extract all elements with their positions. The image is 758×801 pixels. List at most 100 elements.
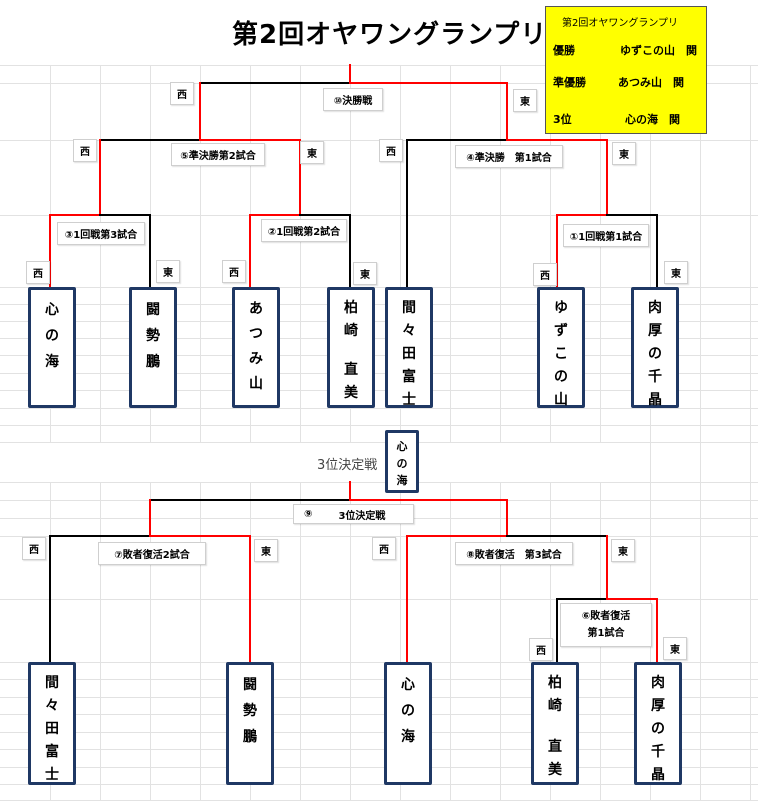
name-char: 間 (402, 300, 416, 316)
name-char: 美 (548, 762, 562, 778)
name-char: 山 (554, 392, 568, 408)
name-char: 々 (45, 698, 59, 714)
side-west-r1m3: 西 (26, 261, 50, 284)
rank-label-champion: 優勝 (553, 44, 575, 57)
name-char: こ (554, 346, 568, 362)
name-char: 崎 (344, 323, 358, 339)
name-char: 鵬 (146, 354, 160, 370)
player-box: 柏崎直美 (327, 287, 375, 408)
name-char: 海 (401, 729, 415, 745)
player-box: 肉厚の千晶 (634, 662, 682, 785)
name-char: 士 (402, 392, 416, 408)
name-char: 富 (45, 744, 59, 760)
name-char: 士 (45, 767, 59, 783)
player-box: 間々田富士 (28, 662, 76, 785)
rank-name-third: 心の海 関 (625, 113, 680, 126)
match-label-semi2: ⑤準決勝第2試合 (171, 143, 265, 166)
name-char: 心 (45, 302, 59, 318)
side-west-rep2: 西 (22, 537, 46, 560)
name-char: 厚 (651, 698, 665, 714)
player-box: 闘勢鵬 (129, 287, 177, 408)
name-char: み (249, 351, 263, 367)
name-char: つ (249, 326, 263, 342)
name-char: 美 (344, 385, 358, 401)
name-char: 晶 (651, 767, 665, 783)
match-label-r1m1: ①1回戦第1試合 (563, 224, 649, 247)
match-label-rep2: ⑦敗者復活2試合 (98, 542, 206, 565)
player-box: あつみ山 (232, 287, 280, 408)
player-box: 闘勢鵬 (226, 662, 274, 785)
player-box: 柏崎直美 (531, 662, 579, 785)
side-west-rep3: 西 (372, 537, 396, 560)
player-box: 心の海 (384, 662, 432, 785)
name-char: 闘 (243, 677, 257, 693)
third-place-label: 3位決定戦 (317, 458, 378, 473)
side-east-r1m1: 東 (664, 261, 688, 284)
match-label-rep3: ⑧敗者復活 第3試合 (455, 542, 573, 565)
name-char: 海 (396, 474, 408, 487)
side-east-r1m2: 東 (353, 262, 377, 285)
name-char: 千 (651, 744, 665, 760)
name-char: ず (554, 323, 568, 339)
side-east-final: 東 (513, 89, 537, 112)
match-title-third: 3位決定戦 (338, 510, 386, 522)
match-label-r1m3: ③1回戦第3試合 (57, 222, 145, 245)
match-label-rep1-line2: 第1試合 (587, 628, 625, 639)
name-char: ゆ (554, 300, 568, 316)
third-place-winner-box: 心 の 海 (385, 430, 419, 493)
name-char: 晶 (648, 392, 662, 408)
name-char: 勢 (243, 703, 257, 719)
name-char: 々 (402, 323, 416, 339)
name-char: 山 (249, 376, 263, 392)
side-east-r1m3: 東 (156, 260, 180, 283)
side-west-semi2: 西 (73, 139, 97, 162)
match-label-rep1-line1: ⑥敗者復活 (581, 611, 631, 622)
name-char: 心 (401, 677, 415, 693)
name-char: 鵬 (243, 729, 257, 745)
name-char: 厚 (648, 323, 662, 339)
results-box: 第2回オヤワングランプリ 優勝 ゆずこの山 関 準優勝 あつみ山 関 3位 心の… (545, 6, 707, 134)
name-char: 崎 (548, 698, 562, 714)
side-west-r1m1: 西 (533, 263, 557, 286)
player-box: 間々田富士 (385, 287, 433, 408)
name-char: 心 (396, 440, 408, 453)
rank-name-champion: ゆずこの山 関 (620, 44, 697, 57)
side-east-rep3: 東 (611, 539, 635, 562)
side-east-rep2: 東 (254, 539, 278, 562)
results-title: 第2回オヤワングランプリ (562, 18, 679, 29)
match-label-final: ⑩決勝戦 (323, 88, 383, 111)
name-char: 直 (344, 362, 358, 378)
player-box: 心の海 (28, 287, 76, 408)
name-char: 富 (402, 369, 416, 385)
name-char: の (45, 328, 59, 344)
name-char: 田 (402, 346, 416, 362)
name-char: 肉 (648, 300, 662, 316)
name-char: の (396, 457, 408, 470)
match-label-third: ⑨ 3位決定戦 (293, 504, 414, 524)
side-east-semi1: 東 (612, 142, 636, 165)
name-char: あ (249, 301, 263, 317)
name-char: 闘 (146, 302, 160, 318)
name-char: の (648, 346, 662, 362)
side-east-rep1: 東 (663, 637, 687, 660)
side-east-semi2: 東 (300, 141, 324, 164)
match-number-third: ⑨ (304, 508, 313, 520)
name-char: 間 (45, 675, 59, 691)
match-label-r1m2: ②1回戦第2試合 (261, 219, 347, 242)
name-char: の (401, 703, 415, 719)
side-west-final: 西 (170, 82, 194, 105)
side-west-rep1: 西 (529, 638, 553, 661)
match-label-semi1: ④準決勝 第1試合 (455, 145, 563, 168)
name-char: 勢 (146, 328, 160, 344)
match-label-rep1: ⑥敗者復活 第1試合 (560, 603, 652, 647)
name-char: 直 (548, 739, 562, 755)
name-char: 柏 (548, 675, 562, 691)
rank-label-runner-up: 準優勝 (553, 76, 586, 89)
name-char: の (554, 369, 568, 385)
name-char: 千 (648, 369, 662, 385)
name-char: 肉 (651, 675, 665, 691)
name-char: の (651, 721, 665, 737)
side-west-r1m2: 西 (222, 260, 246, 283)
rank-name-runner-up: あつみ山 関 (618, 76, 684, 89)
